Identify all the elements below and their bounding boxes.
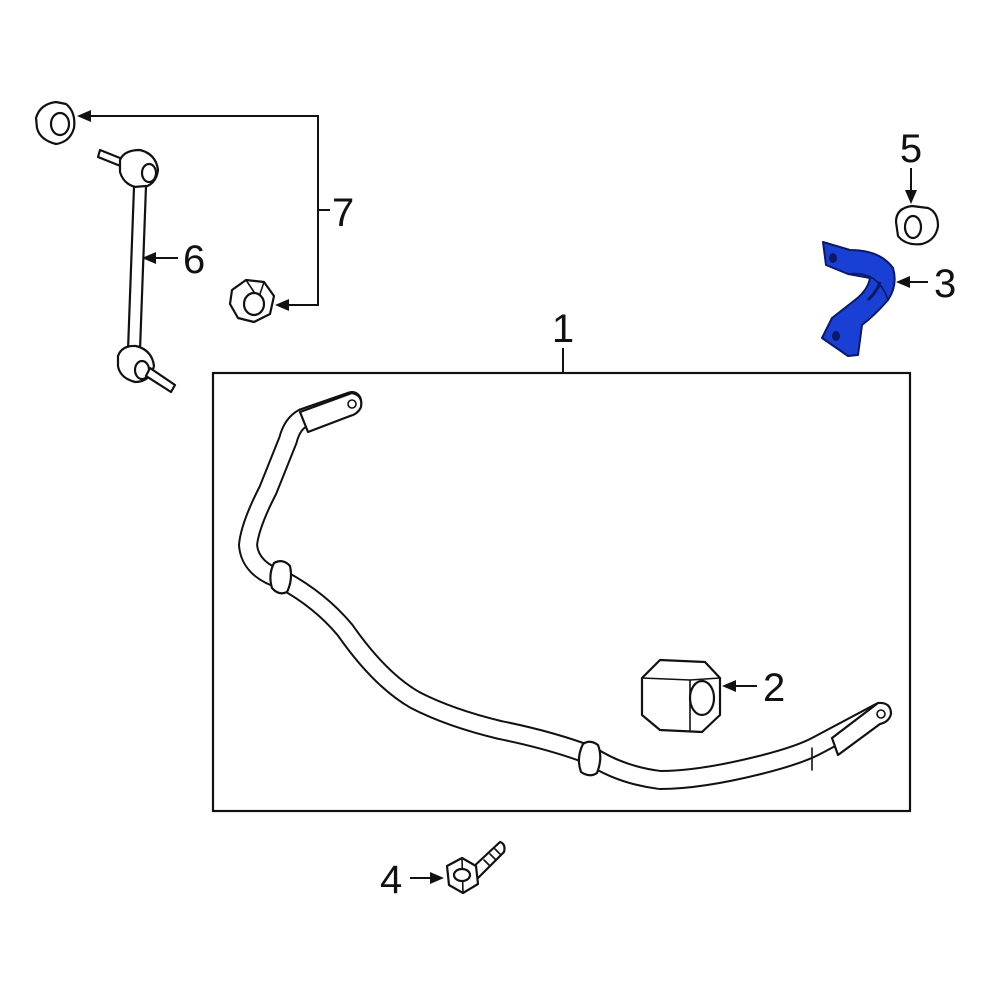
callout-5-label: 5 [900,127,922,171]
callout-7: 7 [77,110,354,311]
stabilizer-bar-group: 1 [211,307,912,813]
callout-4-label: 4 [380,858,402,902]
link-nut-bottom [228,278,276,324]
callout-7-label: 7 [332,191,354,235]
callout-5: 5 [900,127,922,204]
bracket-highlighted [821,241,896,357]
callout-6: 6 [142,238,205,282]
callout-3-label: 3 [934,262,956,306]
nut-part-5 [894,204,940,246]
callout-1-label: 1 [552,307,574,351]
stabilizer-bar [238,391,893,790]
bushing [640,658,722,734]
callout-4: 4 [380,858,444,902]
link-nut-top [34,100,76,146]
bolt [445,840,506,895]
stabilizer-link [96,148,177,394]
callout-6-label: 6 [183,238,205,282]
callout-2: 2 [722,666,785,710]
callout-3: 3 [896,262,956,306]
stabilizer-bar-frame [211,371,912,813]
callout-2-label: 2 [763,666,785,710]
